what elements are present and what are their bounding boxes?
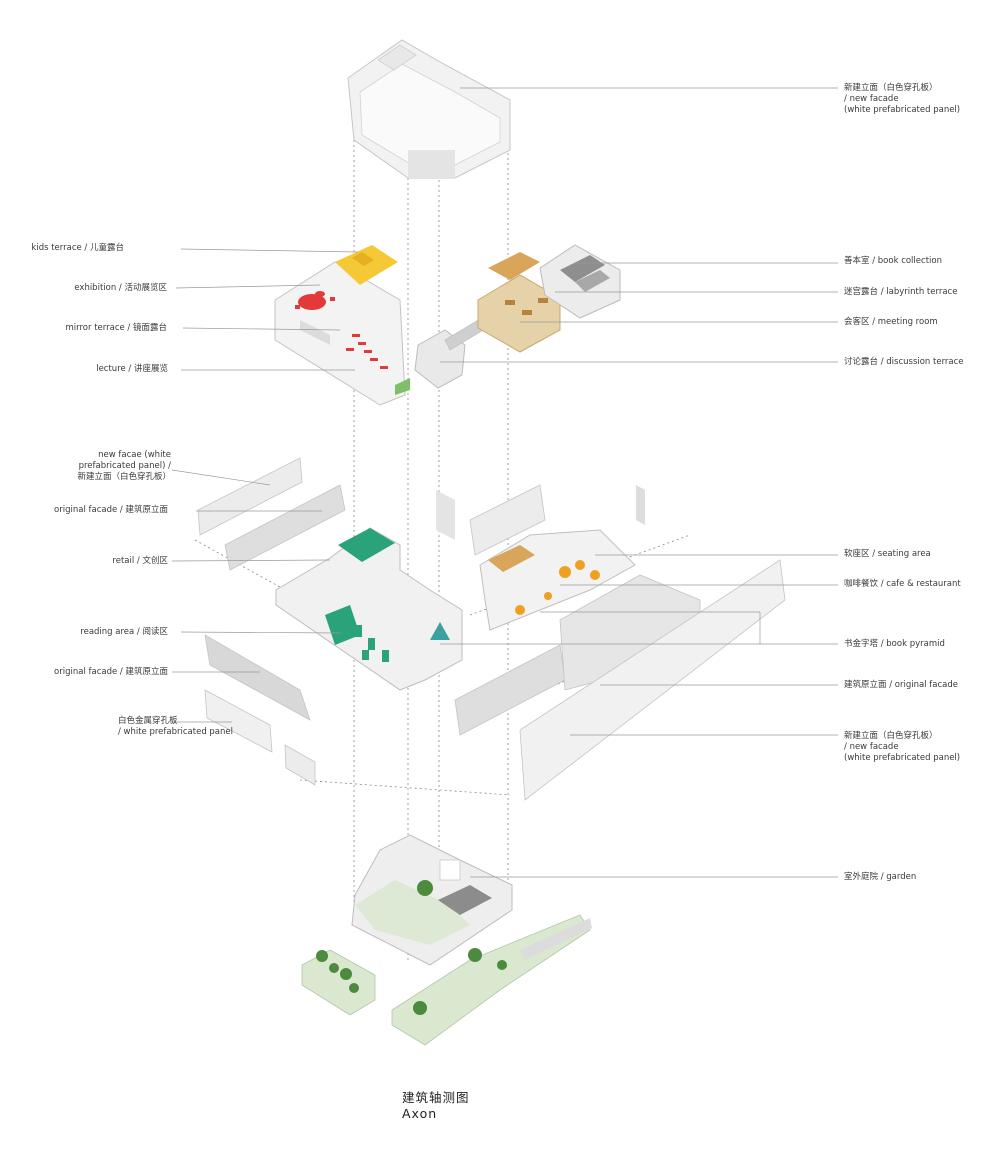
leader-lines-left [171,248,359,723]
label-exhibition: exhibition / 活动展览区 [74,283,167,293]
label-original-facade-left-2: original facade / 建筑原立面 [54,667,168,677]
label-new-facade-bottom: 新建立面（白色穿孔板） / new facade (white prefabri… [844,731,961,763]
middle-right-facades [454,559,786,801]
label-original-facade-left-1: original facade / 建筑原立面 [54,505,168,515]
label-garden: 室外庭院 / garden [844,872,917,882]
top-facade-box [347,39,511,179]
garden-right [391,914,592,1046]
label-reading-area: reading area / 阅读区 [80,627,168,637]
label-lecture: lecture / 讲座展览 [96,364,168,374]
leader-lines-right [440,87,838,878]
ground-floor [351,834,513,966]
middle-floor-left [275,527,463,691]
label-book-collection: 善本室 / book collection [844,256,942,266]
garden-left [301,949,376,1016]
caption-zh: 建筑轴测图 [402,1090,470,1105]
label-new-facade-left: new facae (white prefabricated panel) / … [77,450,171,482]
label-original-facade-right: 建筑原立面 / original facade [844,680,958,690]
label-cafe: 咖啡餐饮 / cafe & restaurant [844,579,961,589]
label-kids-terrace: kids terrace / 儿童露台 [31,243,124,253]
label-new-facade-top: 新建立面（白色穿孔板） / new facade (white prefabri… [844,83,961,115]
upper-floor-right [414,244,621,389]
figure-caption: 建筑轴测图 Axon [402,1090,470,1122]
label-retail: retail / 文创区 [112,556,168,566]
label-book-pyramid: 书金字塔 / book pyramid [844,639,945,649]
upper-floor-left [274,245,410,406]
label-mirror-terrace: mirror terrace / 镜面露台 [65,323,167,333]
label-discussion-terrace: 讨论露台 / discussion terrace [844,357,964,367]
caption-en: Axon [402,1106,438,1121]
label-white-panel-left: 白色金属穿孔板 / white prefabricated panel [117,716,233,737]
label-labyrinth-terrace: 迷宫露台 / labyrinth terrace [844,287,958,297]
label-seating-area: 软座区 / seating area [844,549,931,559]
middle-left-facades [197,457,346,786]
label-meeting-room: 会客区 / meeting room [844,317,938,327]
